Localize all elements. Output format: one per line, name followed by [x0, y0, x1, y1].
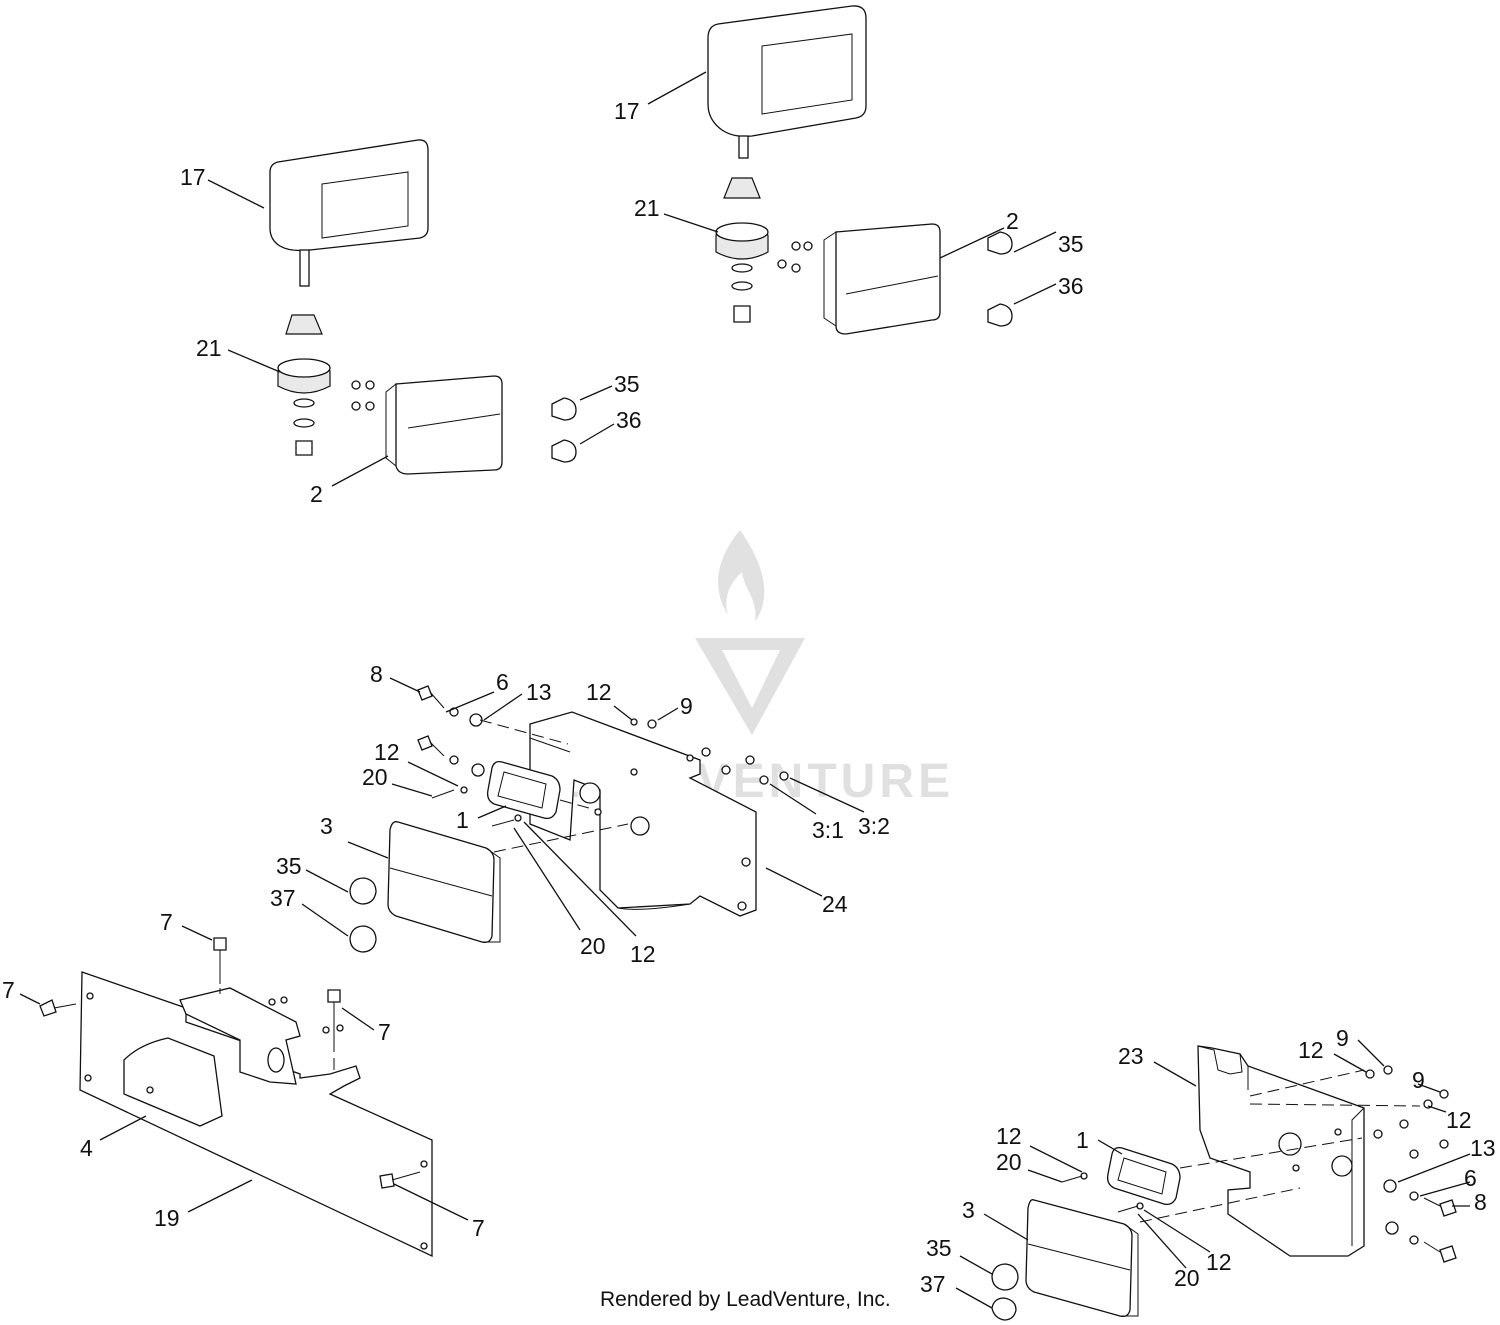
- assembly-top-right: 17 21 2 35 36: [614, 5, 1084, 335]
- bulb-35: [349, 877, 377, 905]
- callout-13: 13: [1470, 1135, 1496, 1161]
- callout-9: 9: [1412, 1067, 1425, 1093]
- callout-12: 12: [1206, 1249, 1232, 1275]
- assembly-top-left: 17 21 2 35 36: [180, 139, 642, 507]
- cone-bushing: [723, 177, 761, 199]
- callout-36: 36: [1058, 273, 1084, 299]
- bulb-37: [991, 1297, 1017, 1321]
- bulb-35: [991, 1263, 1019, 1291]
- assembly-bottom-left: 7 7 7 4 19 7: [2, 909, 485, 1258]
- callout-7: 7: [472, 1215, 485, 1241]
- callout-3-2: 3:2: [858, 813, 890, 839]
- callout-12: 12: [374, 739, 400, 765]
- callout-3-1: 3:1: [812, 817, 844, 843]
- assembly-center: 8 6 13 12 9 12 20 1 3 3:1 3:2 35 37 24 2…: [270, 661, 890, 967]
- v-logo-icon: [695, 638, 805, 735]
- footer-credit: Rendered by LeadVenture, Inc.: [600, 1288, 891, 1311]
- callout-23: 23: [1118, 1043, 1144, 1069]
- rubber-mount: [715, 236, 769, 260]
- callout-9: 9: [680, 693, 693, 719]
- callout-7: 7: [2, 977, 15, 1003]
- callout-35: 35: [1058, 231, 1084, 257]
- callout-2: 2: [310, 481, 323, 507]
- headlight-lens: [761, 33, 853, 115]
- cone-bushing: [285, 314, 323, 335]
- callout-12: 12: [1446, 1107, 1472, 1133]
- headlight-housing: [707, 5, 867, 138]
- headlight-stud: [299, 249, 310, 287]
- callout-3: 3: [320, 813, 333, 839]
- callout-37: 37: [270, 885, 296, 911]
- callout-1: 1: [1076, 1127, 1089, 1153]
- callout-35: 35: [614, 371, 640, 397]
- callout-20: 20: [580, 933, 606, 959]
- gasket: [486, 760, 561, 820]
- callout-20: 20: [362, 764, 388, 790]
- bulb-36: [987, 303, 1013, 327]
- callout-12: 12: [1298, 1037, 1324, 1063]
- callout-37: 37: [920, 1271, 946, 1297]
- callout-6: 6: [496, 669, 509, 695]
- headlight-stud: [738, 135, 749, 159]
- callout-8: 8: [1474, 1189, 1487, 1215]
- work-lamp: [835, 223, 941, 335]
- mounting-bracket: [529, 711, 757, 917]
- headlight-lens: [321, 171, 409, 239]
- callout-12: 12: [996, 1123, 1022, 1149]
- callout-35: 35: [276, 853, 302, 879]
- rubber-mount: [277, 372, 331, 394]
- callout-21: 21: [196, 335, 222, 361]
- headlight-housing: [269, 139, 429, 252]
- callout-19: 19: [154, 1205, 180, 1231]
- bulb-37: [349, 925, 377, 953]
- callout-17: 17: [180, 164, 206, 190]
- bulb-36: [551, 439, 577, 463]
- callout-36: 36: [616, 407, 642, 433]
- callout-6: 6: [1464, 1165, 1477, 1191]
- callout-17: 17: [614, 98, 640, 124]
- callout-20: 20: [1174, 1265, 1200, 1291]
- bulb-35: [987, 231, 1013, 255]
- callout-4: 4: [80, 1135, 93, 1161]
- callout-7: 7: [160, 909, 173, 935]
- callout-8: 8: [370, 661, 383, 687]
- callout-21: 21: [634, 195, 660, 221]
- flame-logo-icon: [718, 530, 765, 622]
- bulb-35: [551, 397, 577, 421]
- callout-9: 9: [1336, 1025, 1349, 1051]
- callout-13: 13: [526, 679, 552, 705]
- callout-12: 12: [586, 679, 612, 705]
- callout-3: 3: [962, 1197, 975, 1223]
- callout-12: 12: [630, 941, 656, 967]
- callout-24: 24: [822, 891, 848, 917]
- work-lamp: [395, 375, 503, 475]
- callout-20: 20: [996, 1149, 1022, 1175]
- gasket: [1106, 1146, 1181, 1206]
- callout-2: 2: [1006, 208, 1019, 234]
- callout-35: 35: [926, 1235, 952, 1261]
- license-lamp: [123, 1037, 223, 1127]
- callout-7: 7: [378, 1019, 391, 1045]
- work-lamp: [1025, 1199, 1133, 1318]
- callout-1: 1: [456, 807, 469, 833]
- assembly-bottom-right: 23 12 9 9 12 12 1 13 20 6 8 3 20 12 35 3…: [920, 1025, 1496, 1321]
